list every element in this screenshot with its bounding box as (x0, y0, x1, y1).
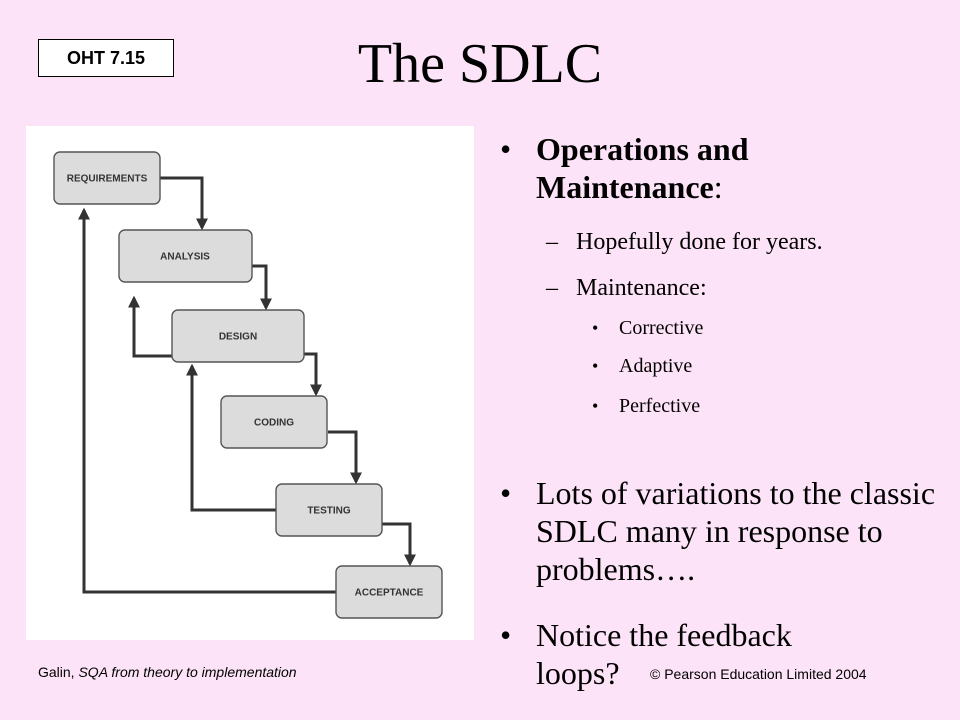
flow-arrow-analysis-design (252, 264, 272, 311)
flow-arrow-testing-acceptance (382, 522, 416, 567)
footer-citation: Galin, SQA from theory to implementation (38, 664, 297, 680)
stage-design-label: DESIGN (219, 332, 257, 343)
bullet-dot: • (500, 131, 512, 167)
sdlc-waterfall-diagram: REQUIREMENTS ANALYSIS DESIGN CODING TEST… (26, 126, 474, 640)
stage-coding: CODING (220, 395, 328, 449)
stage-requirements-label: REQUIREMENTS (67, 174, 148, 185)
subsub-bullet-adaptive-text: Adaptive (619, 355, 693, 377)
footer-book-title: SQA from theory to implementation (78, 664, 297, 680)
flow-arrow-design-coding (304, 352, 322, 397)
slide-number-text: OHT 7.15 (66, 47, 146, 68)
slide-number-badge: OHT 7.15 (38, 39, 174, 77)
footer-author: Galin, (38, 664, 79, 680)
stage-coding-label: CODING (254, 418, 294, 429)
stage-acceptance-label: ACCEPTANCE (355, 588, 424, 599)
feedback-loop-design-analysis (128, 295, 172, 358)
stage-testing-label: TESTING (307, 506, 351, 517)
flow-arrow-coding-testing (328, 430, 362, 485)
sub-bullet-hopefully-text: Hopefully done for years. (576, 229, 823, 255)
stage-acceptance: ACCEPTANCE (335, 565, 443, 619)
stage-design: DESIGN (171, 309, 305, 363)
flow-arrow-req-analysis (160, 176, 208, 231)
feedback-loop-testing-design (186, 363, 276, 512)
subsub-bullet-corrective-text: Corrective (619, 317, 704, 339)
waterfall-svg: REQUIREMENTS ANALYSIS DESIGN CODING TEST… (53, 151, 443, 619)
stage-analysis: ANALYSIS (118, 229, 253, 283)
stage-analysis-label: ANALYSIS (160, 252, 210, 263)
stage-requirements: REQUIREMENTS (53, 151, 161, 205)
subsub-bullet-perfective-text: Perfective (619, 395, 701, 417)
bullet-heading-bold: Operations and Maintenance (536, 131, 749, 205)
slide-title: The SDLC (357, 33, 603, 95)
bullet-heading-suffix: : (713, 169, 723, 205)
footer-copyright: © Pearson Education Limited 2004 (650, 666, 867, 682)
feedback-loop-acceptance-requirements (78, 207, 336, 594)
bullet-feedback-loops-text: Notice the feedback loops? (536, 617, 792, 691)
sub-bullet-maintenance-text: Maintenance: (576, 275, 707, 301)
bullet-variations-text: Lots of variations to the classic SDLC m… (536, 475, 936, 587)
stage-testing: TESTING (275, 483, 383, 537)
